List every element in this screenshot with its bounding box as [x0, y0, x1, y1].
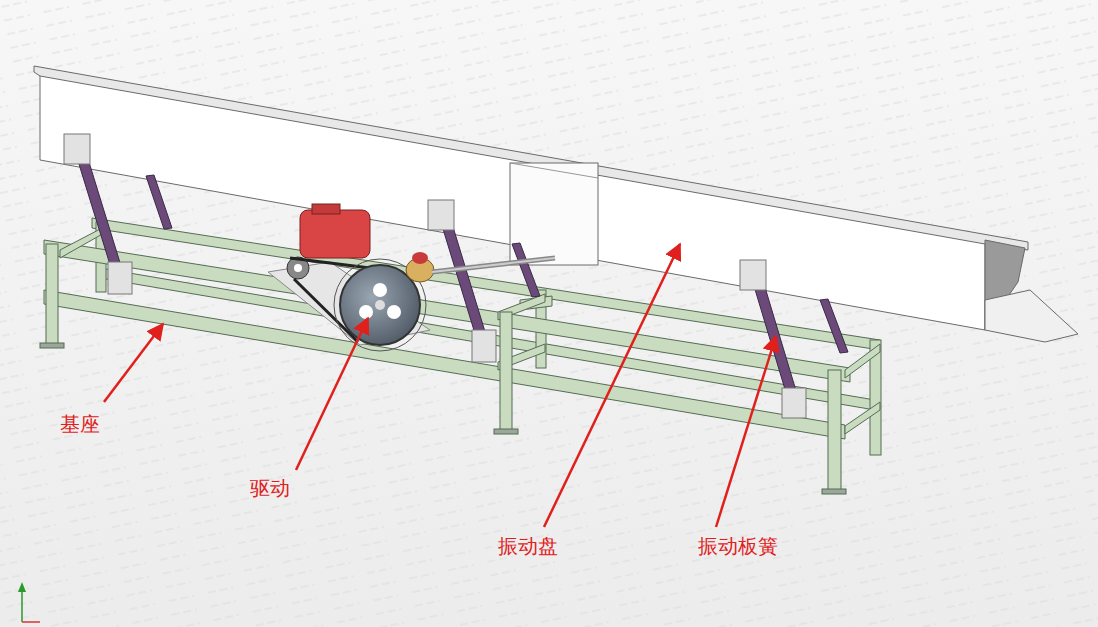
leader-arrows [104, 244, 776, 527]
part-label: 驱动 [250, 476, 290, 500]
leaf-springs [64, 134, 848, 418]
vibrating-pan [34, 66, 1078, 342]
part-label: 基座 [60, 412, 100, 436]
part-label: 振动板簧 [698, 534, 778, 558]
axis-icon [18, 582, 40, 622]
drive-unit [268, 204, 555, 351]
part-label: 振动盘 [498, 534, 558, 558]
